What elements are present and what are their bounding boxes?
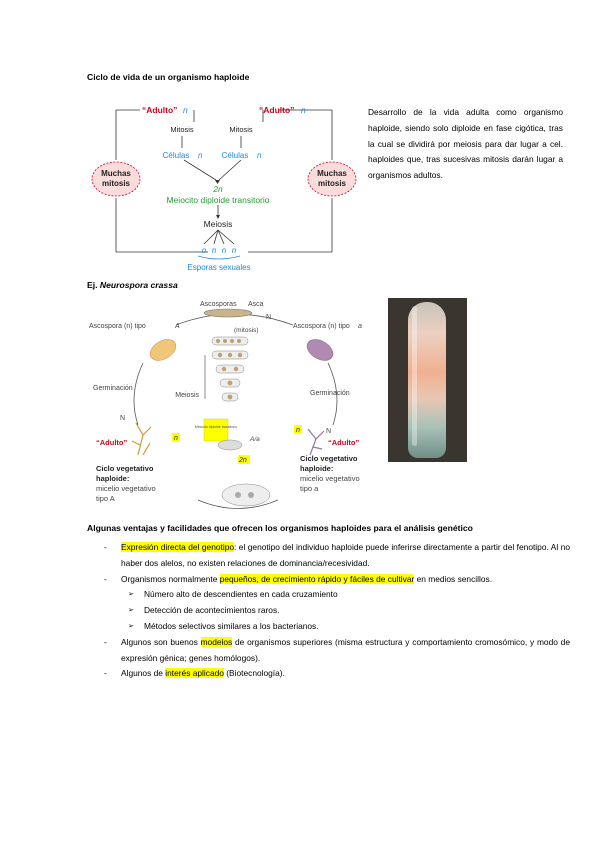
adulto-label-right: “Adulto” (328, 438, 359, 447)
n-label-left: n (183, 105, 188, 115)
muchas-label-right: Muchas (317, 169, 347, 178)
example-heading: Ej. Neurospora crassa (87, 280, 178, 290)
mitosis-paren-label: (mitosis) (234, 327, 259, 334)
ascospora-left-label: Ascospora (n) tipo (89, 323, 146, 330)
fusion-cell-icon (221, 483, 271, 507)
n-highlight-left: n (174, 435, 178, 442)
right-caption-2: tipo a (300, 484, 319, 493)
right-caption-bold-1: Ciclo vegetativo (300, 454, 358, 463)
sexual-spores-label: Esporas sexuales (187, 263, 250, 272)
mitosis-label-left: mitosis (102, 179, 131, 188)
meiosis-label: Meiosis (204, 219, 233, 229)
type-A-label: A (174, 323, 180, 330)
zygote-icon (217, 439, 243, 451)
ascosporas-label: Ascosporas (200, 301, 237, 308)
sub-item-1: Número alto de descendientes en cada cru… (144, 589, 338, 600)
list-item: -Algunos de interés aplicado (Biotecnolo… (104, 668, 285, 679)
sub-list-item: ➢Número alto de descendientes en cada cr… (128, 589, 338, 600)
muchas-mitosis-bubble-right (307, 161, 357, 197)
N-label-left: N (120, 415, 125, 422)
sub-item-2: Detección de acontecimientos raros. (144, 605, 280, 616)
mycelium-a-icon (307, 428, 325, 456)
right-caption-1: micelio vegetativo (300, 474, 360, 483)
bullet-3-post: de organismos superiores (misma estructu… (121, 636, 570, 663)
list-item: -Organismos normalmente pequeños, de cre… (104, 573, 493, 584)
mycelium-A-icon (131, 422, 152, 456)
two-n-label: 2n (212, 184, 223, 194)
adult-label-left: “Adulto” (142, 105, 177, 115)
highlight-direct-expression: Expresión directa del genotipo (121, 542, 235, 552)
meiocito-highlight-label: Meiocito diploide transitorio (195, 425, 237, 429)
germinacion-label-right: Germinación (310, 390, 350, 397)
left-caption-1: micelio vegetativo (96, 484, 156, 493)
adulto-label-left: “Adulto” (96, 438, 127, 447)
highlight-small-organisms: pequeños, de crecimiento rápido y fácile… (219, 573, 415, 584)
sub-list-item: ➢Métodos selectivos similares a los bact… (128, 620, 319, 631)
spore-n-4: n (232, 246, 237, 255)
cells-n-2: n (257, 151, 262, 160)
meiosis-label-2: Meiosis (175, 392, 199, 399)
highlight-applied-interest: interés aplicado (165, 668, 224, 679)
muchas-label-left: Muchas (101, 169, 131, 178)
cells-n-1: n (198, 151, 203, 160)
right-caption-bold-2: haploide: (300, 464, 333, 473)
n-label-right: n (301, 105, 306, 115)
spore-n-3: n (222, 246, 227, 255)
bullet-2-pre: Organismos normalmente (121, 573, 220, 584)
two-n-highlight: 2n (238, 457, 247, 464)
spore-n-1: n (202, 246, 207, 255)
germinacion-label-left: Germinación (93, 385, 133, 392)
list-item: -Expresión directa del genotipo: el geno… (104, 542, 570, 568)
section-heading-life-cycle: Ciclo de vida de un organismo haploide (87, 72, 250, 82)
left-caption-2: tipo A (96, 494, 115, 503)
haploid-cycle-diagram: Muchas mitosis Muchas mitosis “Adulto” n… (91, 105, 357, 272)
left-caption-bold-2: haploide: (96, 474, 129, 483)
neurospora-cycle-diagram: Ascosporas Asca N (mitosis) Ascospora (n… (89, 301, 362, 509)
adult-label-right: “Adulto” (259, 105, 294, 115)
n-highlight-right: n (296, 427, 300, 434)
list-item: -Algunos son buenos modelos de organismo… (104, 636, 570, 663)
mitosis-label-1: Mitosis (170, 125, 194, 134)
example-species: Neurospora crassa (99, 280, 178, 290)
N-label-top: N (266, 314, 271, 321)
muchas-mitosis-bubble-left (91, 161, 141, 197)
bullet-4-pre: Algunos de (121, 668, 166, 679)
meiocito-label: Meiocito diploide transitorio (167, 195, 270, 205)
section-heading-advantages: Algunas ventajas y facilidades que ofrec… (87, 523, 473, 533)
bullet-2-post: en medios sencillos. (414, 573, 493, 584)
ascus-icon (203, 308, 253, 318)
cells-label-1: Células (163, 151, 190, 160)
bullet-4-post: (Biotecnología). (223, 668, 285, 679)
sub-item-3: Métodos selectivos similares a los bacte… (144, 620, 319, 631)
example-prefix: Ej. (87, 280, 100, 290)
ascospore-A-icon (149, 339, 177, 361)
advantages-list: -Expresión directa del genotipo: el geno… (104, 540, 570, 682)
ascospora-right-label: Ascospora (n) tipo (293, 323, 350, 330)
bullet-1-text: : el genotipo del individuo haploide pue… (121, 542, 570, 568)
Aa-label: A/a (249, 436, 260, 443)
sub-list-item: ➢Detección de acontecimientos raros. (128, 605, 280, 616)
ascospore-a-icon (306, 339, 334, 361)
mitosis-label-right: mitosis (318, 179, 347, 188)
neurospora-tube-photo (388, 298, 467, 462)
spore-n-2: n (212, 246, 217, 255)
highlight-models: modelos (200, 636, 233, 647)
cells-label-2: Células (222, 151, 249, 160)
type-a-label: a (358, 323, 362, 330)
N-label-right: N (326, 428, 331, 435)
bullet-3-pre: Algunos son buenos (121, 636, 201, 647)
left-caption-bold-1: Ciclo vegetativo (96, 464, 154, 473)
mitosis-label-2: Mitosis (229, 125, 253, 134)
haploid-description: Desarrollo de la vida adulta como organi… (368, 107, 563, 181)
asca-label: Asca (248, 301, 264, 308)
